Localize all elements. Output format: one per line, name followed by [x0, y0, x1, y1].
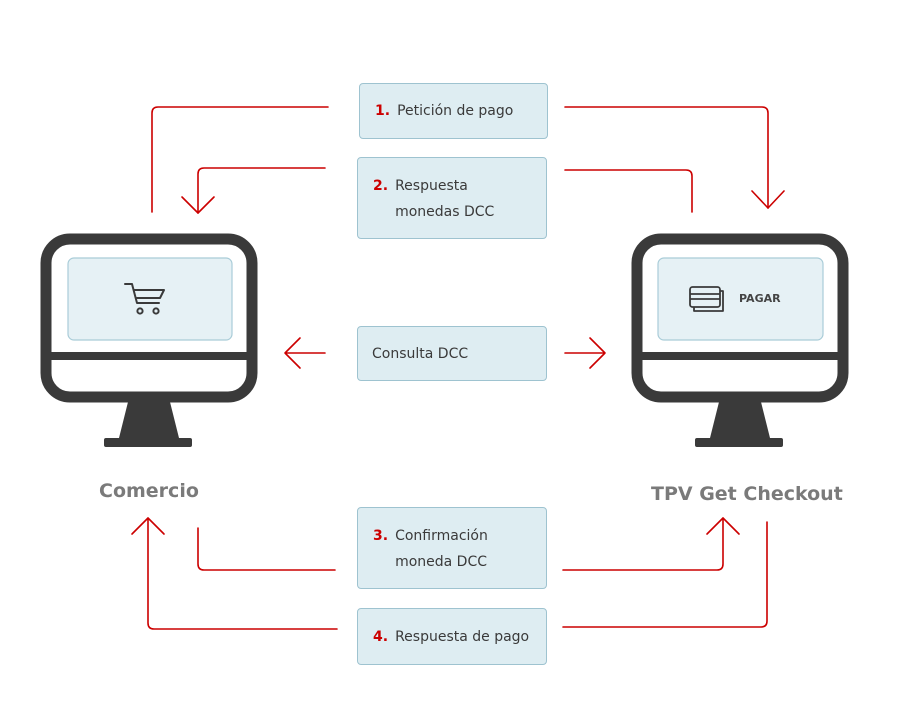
credit-card-icon [689, 286, 724, 312]
step-number: 4. [373, 628, 389, 645]
arrow-step-3 [197, 517, 724, 571]
arrowhead-step-2 [181, 196, 215, 214]
shopping-cart-icon [124, 283, 165, 315]
step-label: Confirmación moneda DCC [395, 528, 488, 570]
step-4-box: 4. Respuesta de pago [357, 608, 547, 665]
arrowhead-step-1 [751, 190, 785, 209]
comercio-label: Comercio [99, 480, 199, 502]
arrowhead-step-4 [131, 517, 165, 535]
monitor-base [104, 438, 192, 447]
step-number: 1. [375, 103, 391, 119]
step-number: 3. [373, 528, 389, 544]
comercio-monitor [40, 233, 258, 447]
step-label: Petición de pago [397, 103, 514, 119]
arrow-step-2 [197, 167, 693, 214]
tpv-monitor [631, 233, 849, 447]
step-number: 2. [373, 178, 389, 194]
arrow-consulta-left [284, 337, 326, 369]
consulta-dcc-box: Consulta DCC [357, 326, 547, 381]
monitor-base [695, 438, 783, 447]
arrow-step-1 [151, 106, 769, 213]
monitor-frame [631, 233, 849, 403]
monitor-stand [118, 402, 180, 442]
step-3-box: 3. Confirmación moneda DCC [357, 507, 547, 589]
arrows [131, 106, 785, 630]
monitor-frame [40, 233, 258, 403]
step-label: Respuesta de pago [395, 628, 530, 645]
pagar-button[interactable]: PAGAR [739, 292, 781, 305]
arrowhead-step-3 [706, 517, 740, 535]
monitor-screen [657, 257, 824, 341]
step-label: Consulta DCC [372, 345, 469, 362]
tpv-label: TPV Get Checkout [651, 483, 843, 505]
arrow-step-4 [147, 517, 768, 630]
step-1-box: 1. Petición de pago [359, 83, 548, 139]
arrow-consulta-right [564, 337, 606, 369]
step-2-box: 2. Respuesta monedas DCC [357, 157, 547, 239]
step-label: Respuesta monedas DCC [395, 178, 495, 220]
monitor-stand [709, 402, 771, 442]
